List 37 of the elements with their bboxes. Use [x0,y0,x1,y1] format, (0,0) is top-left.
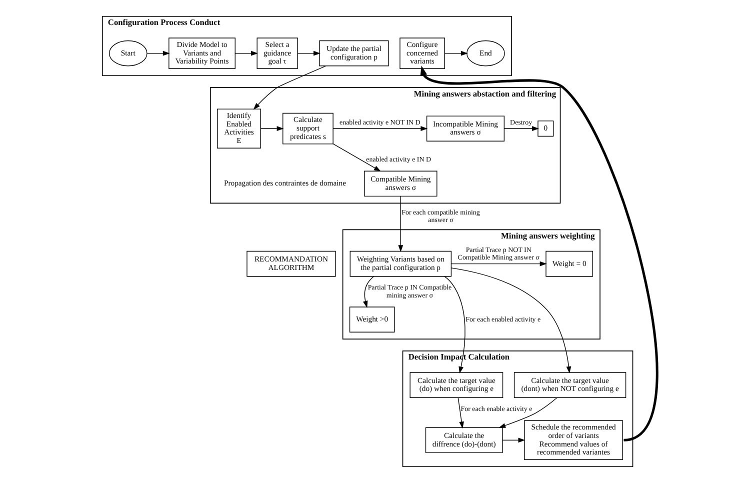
label: Propagation des contraintes de domaine [223,178,346,188]
node-box: Weighting Variants based on the partial configuration p [349,250,452,277]
node-box: Weight >0 [348,306,394,332]
arrow [450,268,571,374]
node-box: Divide Model to Variants and Variability Points [168,38,235,69]
node-box: Configure concerned variants [399,38,444,69]
arrow [296,50,320,56]
node-box: Schedule the recommended order of variants Recommend values of recommended variantes [524,420,622,460]
node-box: Calculate the target value (do) when configuring e [409,372,503,398]
node-ellipse: Start [108,40,147,66]
arrow [498,397,557,428]
arrow [332,144,380,172]
node-box: Calculate the target value (dont) when NOT configuring e [513,372,626,398]
arrow [332,126,428,132]
arrow [457,397,464,429]
node-box: Compatible Mining answers σ [364,170,437,197]
arrow [260,126,284,132]
arrow [444,276,465,374]
arrow [398,196,403,252]
node-ellipse: End [466,40,504,66]
node-box: Weight = 0 [545,250,593,277]
arrow [450,261,546,266]
node-box: Calculate the diffrence (do)-(dont) [424,427,502,454]
node-box: Update the partial configuration p [318,40,388,66]
arrow [234,50,258,56]
arrow [362,276,374,308]
node-box: 0 [537,120,554,137]
node-box: Incompatible Mining answers σ [426,116,504,142]
arrow [504,126,539,132]
node-box: RECOMMANDATION ALGORITHM [246,250,336,277]
node-box: Calculate support predicates s [282,112,333,144]
node-box: Select a guidance goal τ [256,38,298,69]
arrow [252,66,326,110]
node-box: Identify Enabled Activities E [216,108,260,148]
arrow [444,50,468,56]
arrow [502,438,525,443]
arrow [146,50,170,56]
